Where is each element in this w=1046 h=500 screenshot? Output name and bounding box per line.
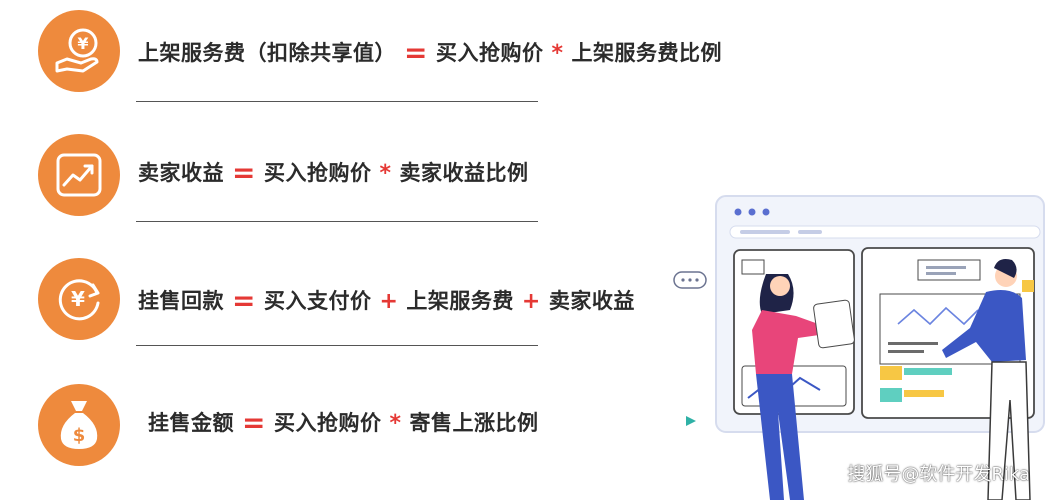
formula-term: 上架服务费 [406,289,514,313]
address-bar [729,225,1041,239]
formula-text-1: 上架服务费（扣除共享值） = 买入抢购价 * 上架服务费比例 [138,36,722,69]
formula-text-2: 卖家收益 = 买入抢购价 * 卖家收益比例 [138,156,528,189]
formula-lhs: 挂售金额 [148,411,234,435]
formula-lhs: 上架服务费（扣除共享值） [138,41,396,65]
formula-lhs: 卖家收益 [138,161,224,185]
yellow-square [1022,280,1034,292]
trend-chart-icon [38,134,120,216]
equals-sign: = [404,36,428,69]
formula-term: 买入支付价 [263,289,372,313]
woman-figure [752,274,855,500]
play-icon [686,416,696,426]
svg-text:¥: ¥ [71,287,85,311]
formula-term: 寄售上涨比例 [409,411,539,435]
equals-sign: = [232,156,256,189]
window-dot-icon [734,208,742,216]
plus-sign: + [521,289,541,314]
formula-term: 买入抢购价 [435,41,544,65]
window-dot-icon [748,208,756,216]
window-dot-icon [762,208,770,216]
multiply-sign: * [389,411,402,436]
formula-text-4: 挂售金额 = 买入抢购价 * 寄售上涨比例 [148,406,538,439]
underline-divider [136,101,538,102]
underline-divider [136,345,538,346]
underline-divider [136,221,538,222]
svg-text:$: $ [73,425,86,446]
equals-sign: = [242,406,266,439]
multiply-sign: * [551,41,564,66]
formula-term: 买入抢购价 [263,161,372,185]
equals-sign: = [232,284,256,317]
dashboard-illustration [673,195,1045,500]
formula-term: 买入抢购价 [273,411,382,435]
money-bag-icon: $ [38,384,120,466]
formula-text-3: 挂售回款 = 买入支付价 + 上架服务费 + 卖家收益 [138,284,635,317]
formula-term: 上架服务费比例 [571,41,722,65]
yen-hand-icon: ¥ [38,10,120,92]
yen-refresh-icon: ¥ [38,258,120,340]
man-figure [942,259,1031,500]
formula-term: 卖家收益 [548,289,635,313]
plus-sign: + [379,289,399,314]
formula-lhs: 挂售回款 [138,289,224,313]
formula-term: 卖家收益比例 [399,161,529,185]
watermark-text: 搜狐号@软件开发Rika [847,464,1030,485]
multiply-sign: * [379,161,392,186]
svg-text:¥: ¥ [77,34,88,53]
